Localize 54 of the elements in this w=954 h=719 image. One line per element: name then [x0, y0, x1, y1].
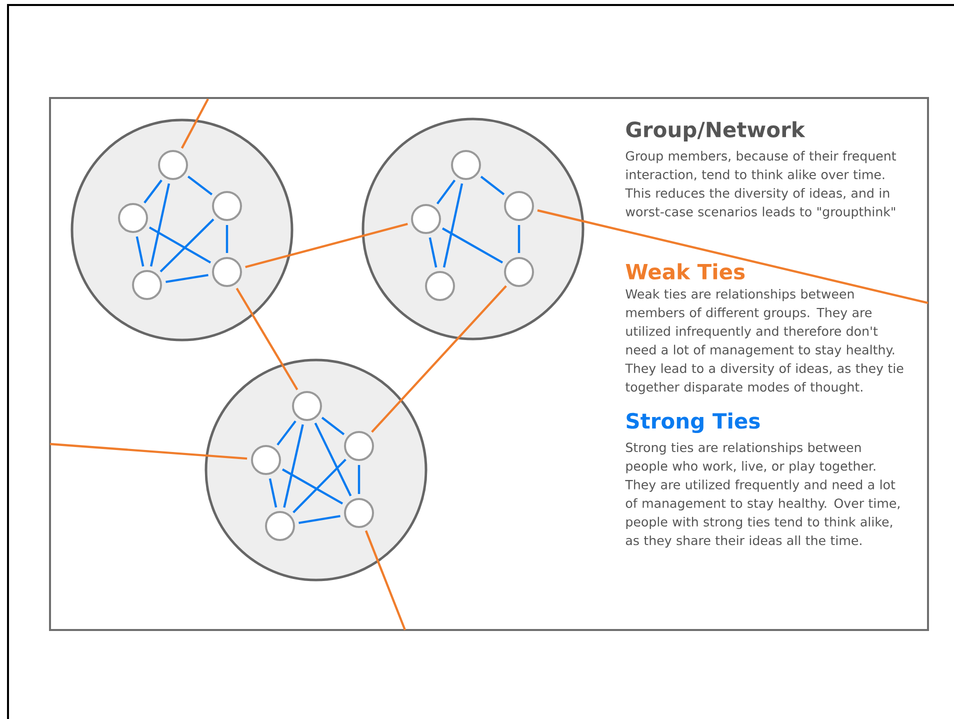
connector-line: [148, 226, 212, 264]
group-circle: [362, 118, 584, 340]
connector-line: [160, 218, 214, 272]
tie-line: [371, 285, 507, 433]
tie-line: [364, 530, 406, 630]
connector-line: [428, 237, 438, 268]
connector-line: [187, 176, 213, 196]
person-circle: [344, 498, 374, 528]
connector-line: [144, 179, 162, 204]
connector-line: [314, 422, 352, 496]
connector-line: [226, 224, 228, 253]
connector-line: [518, 224, 520, 253]
heading: Group/Network: [626, 121, 806, 142]
person-circle: [251, 444, 281, 475]
person-circle: [411, 204, 441, 234]
tie-line: [236, 288, 298, 390]
group-circle: [204, 358, 428, 582]
connector-line: [442, 183, 464, 268]
connector-line: [358, 464, 360, 494]
tie-line: [537, 209, 928, 304]
person-circle: [158, 150, 188, 180]
description: Group members, because of their frequent interaction, tend to think alike over time. This reduces the diversity of ideas, and in worst-case scenarios leads to "groupthink": [625, 150, 896, 219]
person-circle: [451, 150, 481, 180]
connector-line: [282, 468, 344, 505]
connector-line: [436, 180, 456, 204]
connector-line: [136, 236, 144, 267]
tie-line: [50, 442, 248, 460]
description: Weak ties are relationships between members of different groups. They are utilized infrequently and therefore don't need a lot of management to stay healthy. They lead to a diversity of ideas, as they tie together disparate modes of thought.: [625, 288, 904, 394]
tie-line: [245, 222, 408, 268]
connector-line: [442, 227, 504, 264]
person-circle: [118, 202, 148, 233]
connector-line: [166, 274, 208, 284]
heading: Strong Ties: [626, 412, 760, 434]
person-circle: [425, 270, 455, 301]
description: Strong ties are relationships between people who work, live, or play together. They are utilized frequently and need a lot of management to stay healthy. Over time, people with strong ties tend to think alike, as they share their ideas all the time.: [625, 442, 900, 548]
connector-line: [292, 458, 346, 514]
person-circle: [132, 270, 162, 300]
person-circle: [212, 191, 242, 221]
connector-line: [276, 420, 296, 446]
person-circle: [344, 430, 374, 461]
connector-line: [321, 416, 345, 436]
tie-line: [180, 98, 209, 149]
person-circle: [265, 510, 295, 541]
connector-line: [268, 478, 278, 508]
connector-line: [298, 514, 340, 524]
connector-line: [283, 424, 304, 508]
person-circle: [504, 256, 534, 287]
connector-line: [480, 176, 505, 196]
person-circle: [292, 390, 322, 421]
person-circle: [212, 256, 242, 287]
group-circle: [70, 118, 294, 342]
person-circle: [504, 191, 534, 221]
connector-line: [150, 183, 170, 267]
heading: Weak Ties: [626, 263, 745, 280]
